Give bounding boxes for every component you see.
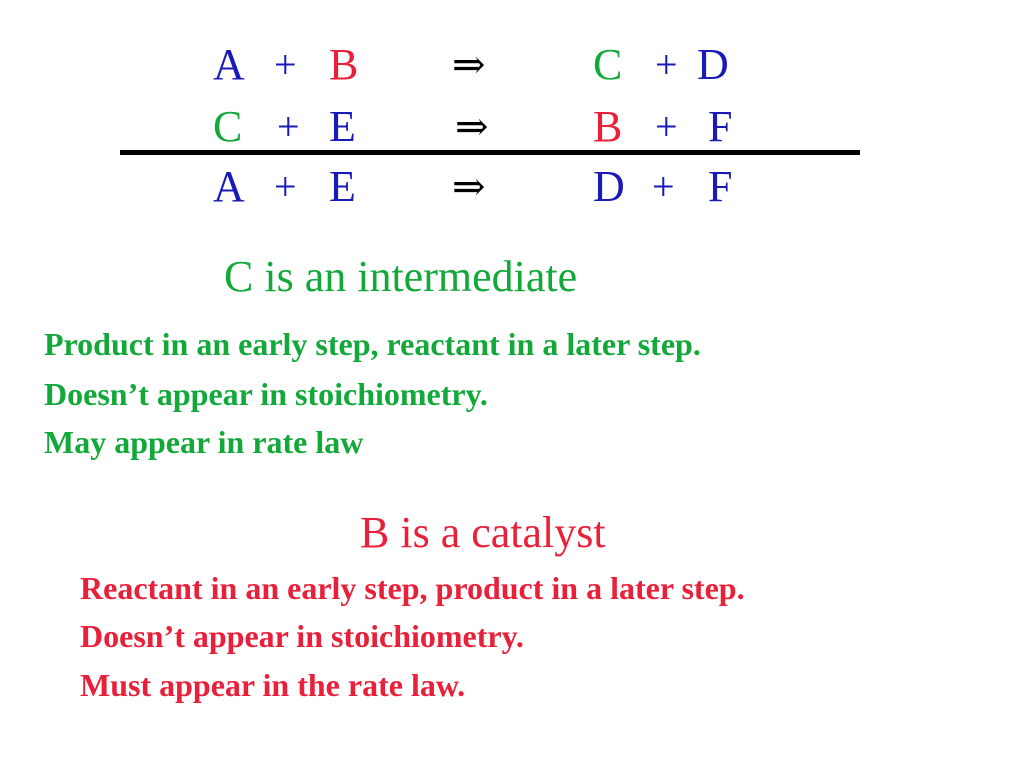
reactant-e: E xyxy=(329,162,356,211)
reactant-b: B xyxy=(329,40,359,89)
intermediate-line-1: Product in an early step, reactant in a … xyxy=(44,326,701,362)
plus-sign: + xyxy=(652,164,675,209)
product-d: D xyxy=(697,40,729,89)
reactant-a: A xyxy=(213,162,245,211)
intermediate-line-3: May appear in rate law xyxy=(44,424,364,460)
reactant-c: C xyxy=(213,102,243,151)
catalyst-line-1: Reactant in an early step, product in a … xyxy=(80,570,745,606)
reactant-a: A xyxy=(213,40,245,89)
product-f: F xyxy=(708,162,733,211)
arrow-icon: ⇒ xyxy=(455,104,489,149)
product-c: C xyxy=(593,40,623,89)
arrow-icon: ⇒ xyxy=(452,164,486,209)
intermediate-line-2: Doesn’t appear in stoichiometry. xyxy=(44,376,488,412)
intermediate-heading: C is an intermediate xyxy=(224,252,578,301)
arrow-icon: ⇒ xyxy=(452,42,486,87)
catalyst-line-3: Must appear in the rate law. xyxy=(80,667,466,703)
catalyst-heading: B is a catalyst xyxy=(360,508,606,557)
product-d: D xyxy=(593,162,625,211)
plus-sign: + xyxy=(655,42,678,87)
plus-sign: + xyxy=(277,104,300,149)
sum-rule-line xyxy=(120,150,860,155)
reaction-step-1: A + B ⇒ C + D xyxy=(0,40,1024,90)
catalyst-line-2: Doesn’t appear in stoichiometry. xyxy=(80,618,524,654)
product-b: B xyxy=(593,102,623,151)
plus-sign: + xyxy=(274,42,297,87)
product-f: F xyxy=(708,102,733,151)
plus-sign: + xyxy=(274,164,297,209)
overall-reaction: A + E ⇒ D + F xyxy=(0,162,1024,212)
reactant-e: E xyxy=(329,102,356,151)
plus-sign: + xyxy=(655,104,678,149)
reaction-step-2: C + E ⇒ B + F xyxy=(0,102,1024,152)
